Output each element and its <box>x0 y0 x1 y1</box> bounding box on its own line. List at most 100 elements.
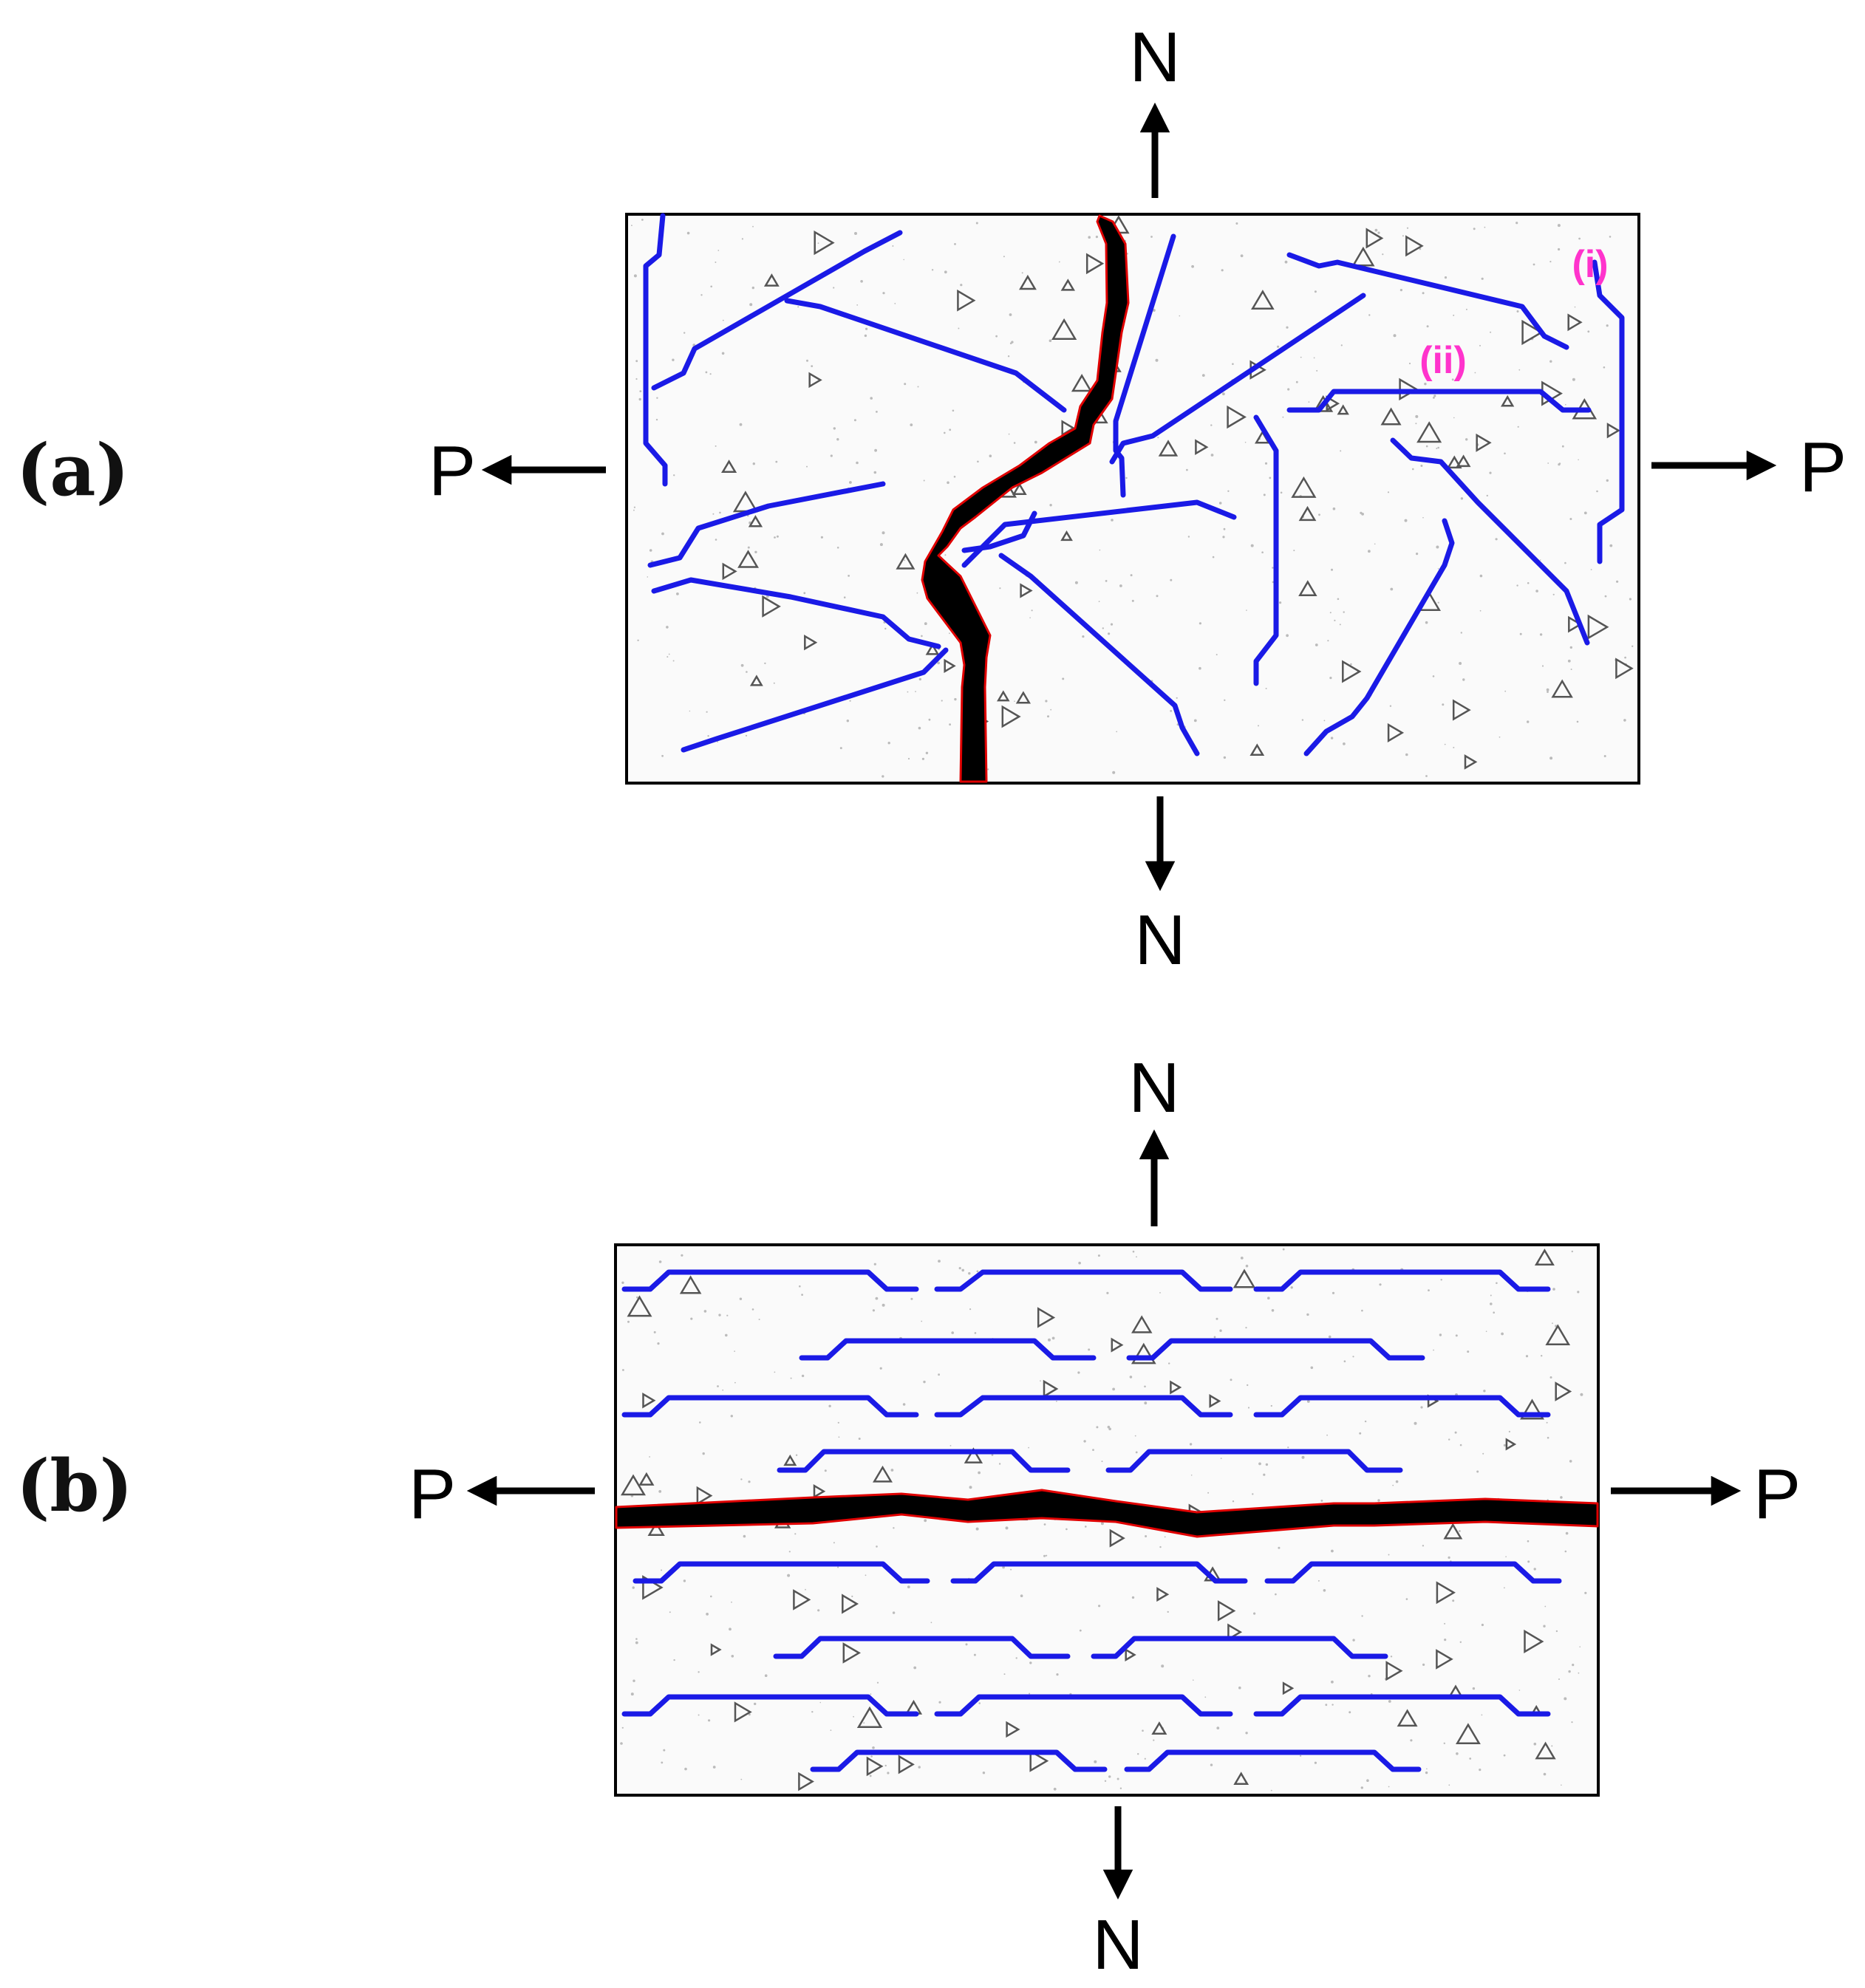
speckle <box>843 596 846 598</box>
speckle <box>1339 624 1341 626</box>
speckle <box>705 371 708 374</box>
aggregate-triangle <box>1109 1528 1125 1548</box>
speckle <box>1549 261 1552 263</box>
speckle <box>991 1454 994 1456</box>
speckle <box>717 741 718 742</box>
speckle <box>1547 1436 1549 1439</box>
speckle <box>918 1766 921 1769</box>
speckle <box>1422 1545 1425 1547</box>
speckle <box>658 1260 662 1263</box>
speckle <box>676 592 679 595</box>
speckle <box>1264 462 1268 465</box>
speckle <box>1244 441 1247 443</box>
speckle <box>1533 1742 1537 1746</box>
speckle <box>1414 1421 1417 1425</box>
speckle <box>1222 536 1225 539</box>
speckle <box>1482 1452 1484 1455</box>
speckle <box>663 1749 666 1752</box>
speckle <box>882 531 885 535</box>
speckle <box>884 627 887 630</box>
speckle <box>1161 1664 1165 1668</box>
aggregate-triangle <box>748 515 763 527</box>
speckle <box>858 1438 861 1440</box>
speckle <box>819 1701 822 1704</box>
aggregate-triangle <box>1006 1721 1020 1738</box>
speckle <box>969 1308 972 1311</box>
speckle <box>1005 1526 1009 1530</box>
speckle <box>631 225 633 227</box>
speckle <box>893 1527 895 1529</box>
fiber <box>799 1338 1097 1361</box>
speckle <box>1137 1753 1139 1755</box>
speckle <box>1314 290 1317 293</box>
speckle <box>915 691 916 692</box>
speckle <box>1379 1283 1382 1286</box>
speckle <box>1216 1726 1220 1730</box>
speckle <box>1459 1530 1461 1532</box>
speckle <box>931 269 934 271</box>
speckle <box>1310 1366 1314 1370</box>
speckle <box>1270 1404 1272 1407</box>
speckle <box>1515 222 1518 225</box>
speckle <box>1460 497 1464 500</box>
speckle <box>875 1297 879 1300</box>
main-crack-b <box>615 1489 1599 1538</box>
speckle <box>801 1374 805 1378</box>
speckle <box>1272 567 1274 569</box>
aggregate-triangle <box>1535 1741 1556 1760</box>
speckle <box>1002 1565 1005 1569</box>
speckle <box>884 1764 887 1767</box>
speckle <box>709 373 712 375</box>
speckle <box>1316 369 1318 372</box>
speckle <box>635 1641 638 1644</box>
speckle <box>1496 1282 1498 1285</box>
speckle <box>1453 417 1455 419</box>
speckle <box>1377 231 1380 234</box>
aggregate-texture-a <box>631 215 1634 778</box>
speckle <box>918 677 922 681</box>
speckle <box>1606 324 1609 327</box>
speckle <box>1119 1787 1122 1789</box>
aggregate-triangle <box>1501 394 1515 407</box>
speckle <box>1048 1338 1051 1342</box>
speckle <box>1213 1336 1216 1339</box>
aggregate-triangle <box>898 1755 915 1774</box>
speckle <box>1145 1535 1148 1537</box>
speckle <box>1508 1430 1510 1432</box>
speckle <box>1578 459 1579 461</box>
speckle <box>1578 237 1581 240</box>
speckle <box>1216 654 1218 656</box>
speckle <box>1258 1462 1261 1466</box>
speckle <box>1097 1254 1100 1257</box>
speckle <box>1448 1438 1450 1441</box>
aggregate-triangle <box>1606 423 1620 439</box>
speckle <box>686 231 690 235</box>
speckle <box>1232 363 1234 366</box>
speckle <box>1416 553 1419 556</box>
speckle <box>1533 1568 1536 1571</box>
speckle <box>661 532 664 536</box>
speckle <box>961 1268 964 1272</box>
aggregate-triangle <box>1551 679 1573 698</box>
speckle <box>649 1456 650 1458</box>
speckle <box>1170 578 1173 581</box>
speckle <box>851 1595 853 1597</box>
speckle <box>1199 666 1201 670</box>
panel-b: (b) <box>16 1048 1801 1984</box>
speckle <box>1490 331 1492 333</box>
speckle <box>882 292 885 295</box>
speckle <box>658 1490 662 1493</box>
speckle <box>661 1761 664 1764</box>
speckle <box>830 454 833 457</box>
speckle <box>1088 1348 1091 1351</box>
speckle <box>1246 609 1247 611</box>
fiber <box>961 510 1037 553</box>
speckle <box>1565 403 1566 406</box>
speckle <box>1056 1673 1059 1676</box>
aggregate-triangle <box>1567 313 1583 332</box>
speckle <box>1210 454 1214 457</box>
speckle <box>876 411 878 413</box>
panel-b-label: (b) <box>16 1444 133 1528</box>
speckle <box>902 1403 906 1406</box>
fibers-a <box>643 213 1625 756</box>
